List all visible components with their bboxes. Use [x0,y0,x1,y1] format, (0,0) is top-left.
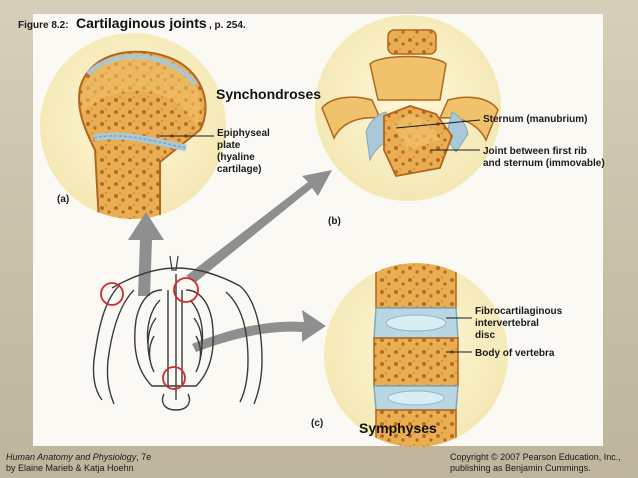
footer-copyright: Copyright © 2007 Pearson Education, Inc.… [450,452,621,473]
heading-symphyses: Symphyses [359,420,437,436]
figure-title: Cartilaginous joints [76,15,207,31]
figure-page-reference: , p. 254. [209,20,246,31]
heading-synchondroses: Synchondroses [216,86,322,102]
label-first-rib-joint: Joint between first rib and sternum (imm… [483,146,605,169]
label-sternum: Sternum (manubrium) [483,114,588,125]
pointer-arrows [128,170,332,352]
label-epiphyseal-plate: Epiphyseal plate (hyaline cartilage) [217,128,270,175]
panel-label-a: (a) [57,194,70,205]
footer-citation: Human Anatomy and Physiology, 7e by Elai… [6,452,152,473]
sternum-illustration [315,15,501,201]
joint-highlight-rings [100,277,199,390]
vertebra-illustration [324,263,508,447]
label-intervertebral-disc: Fibrocartilaginous intervertebral disc [475,306,563,341]
panel-label-c: (c) [311,418,324,429]
label-vertebra-body: Body of vertebra [475,348,555,359]
panel-label-b: (b) [328,216,341,227]
figure-number: Figure 8.2: [18,20,69,31]
epiphyseal-plate-illustration [40,33,226,219]
